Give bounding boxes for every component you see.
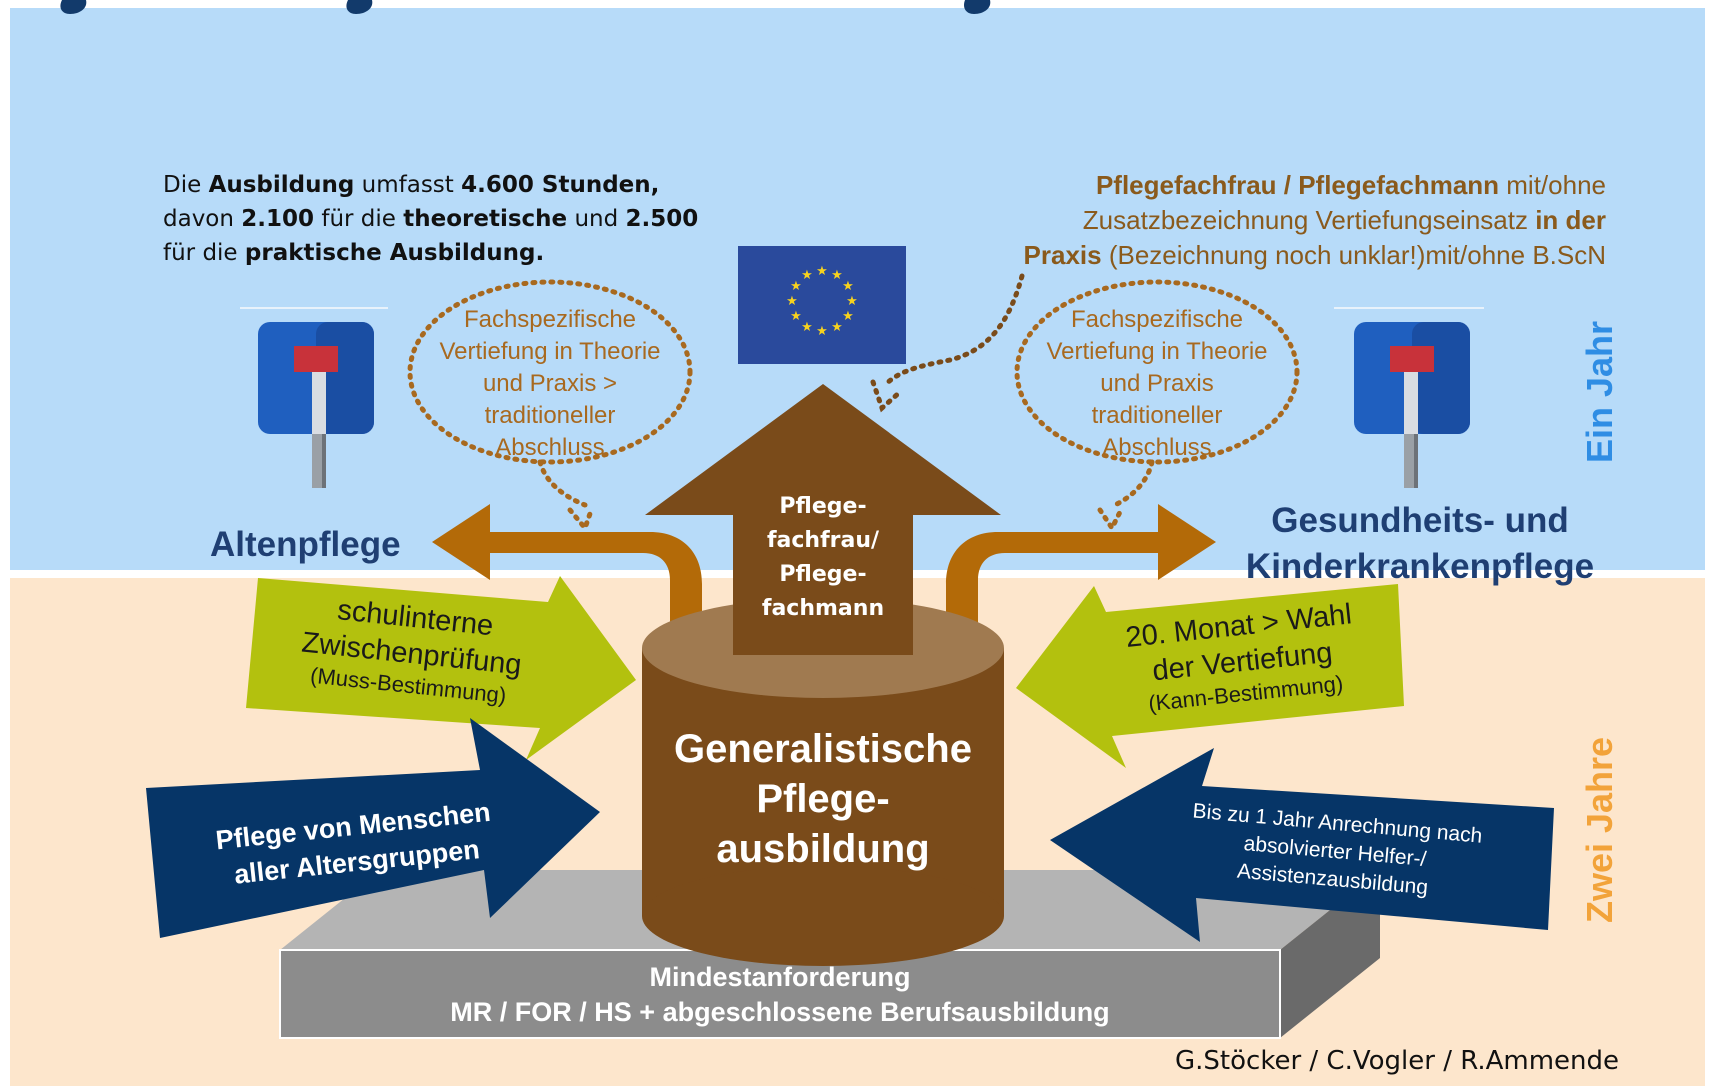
svg-text:★: ★ [816, 324, 828, 339]
svg-text:★: ★ [801, 268, 813, 283]
blue-arrow-right [1050, 748, 1554, 942]
svg-text:★: ★ [842, 309, 854, 324]
phase-bottom-label: Zwei Jahre [1579, 736, 1620, 924]
svg-text:★: ★ [846, 294, 858, 309]
svg-text:★: ★ [831, 320, 843, 335]
green-arrow-left [246, 576, 636, 760]
up-arrow-label: Pflege-fachfrau/Pflege-fachmann [761, 494, 885, 621]
road-sign-right-icon [1334, 307, 1484, 488]
author-credit: G.Stöcker / C.Vogler / R.Ammende [1175, 1046, 1620, 1076]
svg-text:★: ★ [842, 279, 854, 294]
road-sign-left-icon [240, 307, 388, 488]
altenpflege-label: Altenpflege [210, 525, 401, 564]
blue-arrow-left [146, 718, 600, 938]
cropped-title-fragment [60, 0, 991, 14]
svg-text:★: ★ [790, 279, 802, 294]
intro-text: Die Ausbildung umfasst 4.600 Stunden,dav… [163, 172, 699, 266]
up-arrow [645, 384, 1001, 655]
branch-arrows [432, 504, 1216, 655]
result-text: Pflegefachfrau / Pflegefachmann mit/ohne… [1023, 170, 1606, 270]
svg-text:★: ★ [786, 294, 798, 309]
svg-text:★: ★ [790, 309, 802, 324]
phase-top-label: Ein Jahr [1579, 320, 1620, 464]
result-connector [870, 273, 1025, 413]
eu-flag: ★ ★ ★ ★ ★ ★ ★ ★ ★ ★ ★ ★ [738, 246, 906, 364]
bubble-left-outline [407, 279, 693, 533]
svg-text:★: ★ [801, 320, 813, 335]
bubble-right-outline [1014, 279, 1300, 533]
green-arrow-right [1016, 584, 1404, 768]
svg-text:★: ★ [816, 264, 828, 279]
svg-text:★: ★ [831, 268, 843, 283]
